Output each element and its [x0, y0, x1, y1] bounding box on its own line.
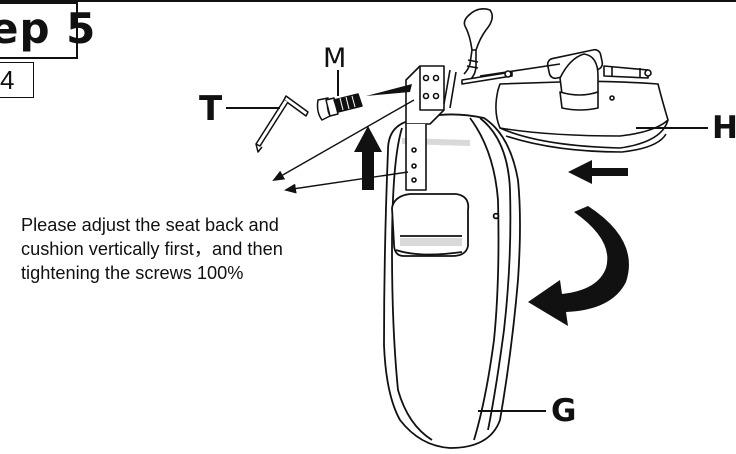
label-h: H [712, 110, 736, 146]
label-t: T [199, 89, 223, 129]
allen-key [255, 95, 309, 153]
instruction-line-2: cushion vertically first，and then [21, 239, 283, 259]
push-left-arrow [568, 160, 628, 184]
substep-number: 4 [0, 65, 15, 95]
guide-arrow-upper [272, 99, 415, 181]
instruction-text: Please adjust the seat back and cushion … [21, 213, 366, 285]
label-m: M [323, 43, 347, 74]
seat-back [383, 113, 521, 449]
guide-arrow-lower [284, 171, 409, 194]
screw [316, 93, 363, 121]
mounting-bracket [405, 65, 445, 191]
instruction-line-1: Please adjust the seat back and [21, 215, 279, 235]
lever-handle [443, 8, 561, 109]
label-g: G [551, 393, 577, 429]
top-border [0, 0, 736, 2]
substep-box [0, 62, 34, 98]
seat-cushion [495, 48, 669, 153]
push-up-arrow [354, 126, 382, 190]
rotate-arrow [528, 206, 629, 326]
instruction-line-3: tightening the screws 100% [21, 263, 244, 283]
step-box [0, 2, 78, 59]
step-title: ep 5 [0, 4, 97, 53]
screw-direction-arrow [366, 84, 412, 96]
